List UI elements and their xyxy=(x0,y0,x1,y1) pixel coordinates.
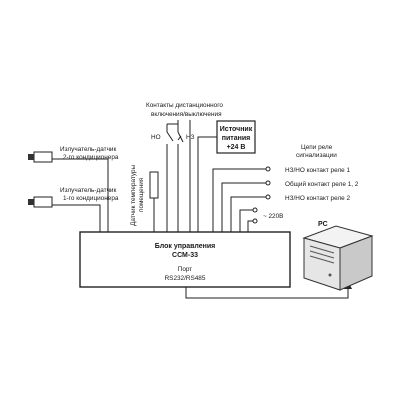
relay-common-label: Общий контакт реле 1, 2 xyxy=(285,180,359,188)
mains-wire-2 xyxy=(247,220,253,232)
power-supply-label-line2: питания xyxy=(222,135,250,142)
relay-circuits-title-line2: сигнализации xyxy=(296,152,337,159)
relay-common-terminal xyxy=(265,180,271,186)
power-supply-label-line3: +24 В xyxy=(227,144,246,151)
nc-contact-switch xyxy=(177,124,184,232)
no-contact-label: НО xyxy=(151,134,161,141)
relay-1-terminal xyxy=(265,166,271,172)
control-unit-box xyxy=(79,231,291,288)
emitter-1-wire xyxy=(52,204,101,232)
power-supply-label-line1: Источник xyxy=(220,126,253,133)
emitter-2-cap xyxy=(28,154,34,160)
emitter-1-label-line2: 1-го кондиционера xyxy=(63,195,119,202)
rs485-link xyxy=(185,281,352,299)
no-contact-switch xyxy=(166,124,174,232)
power-supply: Источник питания +24 В xyxy=(189,120,256,232)
relay-2-terminal xyxy=(265,194,271,200)
temperature-sensor-label-line1: Датчик температуры xyxy=(130,164,137,226)
emitter-2-body xyxy=(33,151,53,163)
power-supply-wire xyxy=(197,136,217,232)
emitter-1: Излучатель-датчик 1-го кондиционера xyxy=(28,187,119,208)
emitter-2-wire xyxy=(52,158,109,232)
pc-label: PC xyxy=(318,221,328,228)
control-unit: Блок управления ССМ-33 Порт RS232/RS485 xyxy=(79,231,291,288)
relay-circuits: Цепи реле сигнализации НЗ/НО контакт рел… xyxy=(212,144,359,232)
remote-contacts-label-line1: Контакты дистанционного xyxy=(146,102,223,109)
mains-terminal-1 xyxy=(252,207,258,213)
emitter-2-label-line1: Излучатель-датчик xyxy=(60,146,116,153)
relay-common-wire xyxy=(221,182,266,232)
pc-tower-icon xyxy=(302,225,374,291)
temperature-sensor: Датчик температуры помещения xyxy=(130,164,159,232)
mains-label: ~ 220В xyxy=(263,213,283,220)
pc: PC xyxy=(302,221,374,291)
mains-terminal-2 xyxy=(252,218,258,224)
port-value: RS232/RS485 xyxy=(165,275,206,282)
remote-contacts-label-line2: включения/выключения xyxy=(151,111,222,118)
remote-common-wire xyxy=(167,120,179,125)
relay-1-label: НЗ/НО контакт реле 1 xyxy=(285,167,350,174)
relay-2-label: НЗ/НО контакт реле 2 xyxy=(285,195,350,202)
control-unit-title-line2: ССМ-33 xyxy=(172,252,198,259)
port-label: Порт xyxy=(178,266,193,273)
remote-contacts: Контакты дистанционного включения/выключ… xyxy=(146,102,223,232)
temperature-sensor-body xyxy=(149,171,159,199)
relay-1-wire xyxy=(212,168,266,232)
relay-2-wire xyxy=(230,196,266,232)
control-unit-title-line1: Блок управления xyxy=(155,243,215,250)
temperature-sensor-label-line2: помещения xyxy=(138,177,145,212)
emitter-2: Излучатель-датчик 2-го кондиционера xyxy=(28,146,119,163)
mains-wire-1 xyxy=(239,209,253,232)
relay-circuits-title-line1: Цепи реле xyxy=(301,144,333,151)
emitter-1-label-line1: Излучатель-датчик xyxy=(60,187,116,194)
emitter-1-body xyxy=(33,196,53,208)
emitter-2-label-line2: 2-го кондиционера xyxy=(63,154,119,161)
emitter-1-cap xyxy=(28,199,34,205)
